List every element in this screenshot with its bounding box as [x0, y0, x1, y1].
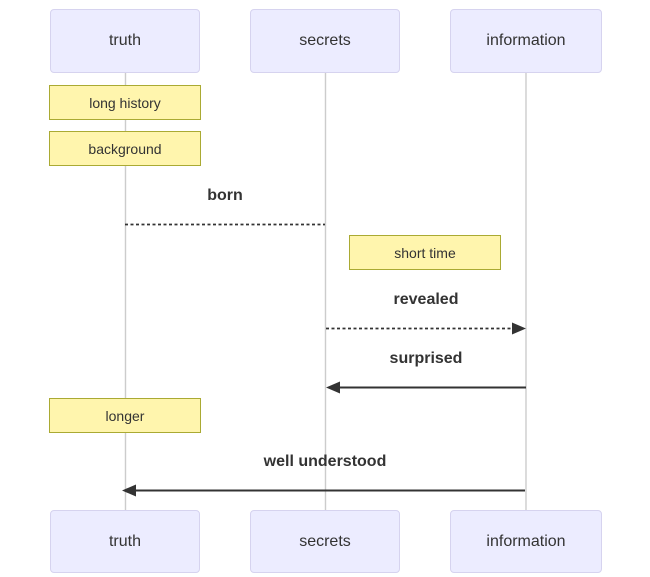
actor-top-information-label: information — [486, 32, 566, 49]
actor-top-truth: truth — [50, 9, 200, 73]
actor-bottom-information: information — [450, 510, 602, 573]
note-long-history-label: long history — [89, 94, 161, 111]
actor-bottom-information-label: information — [486, 532, 566, 550]
message-label-born: born — [207, 187, 243, 204]
actor-top-truth-label: truth — [108, 32, 141, 49]
actor-top-secrets: secrets — [250, 9, 400, 73]
actor-top-information: information — [450, 9, 602, 73]
actor-bottom-truth-label: truth — [108, 532, 141, 550]
note-short-time: short time — [349, 235, 501, 270]
actor-bottom-truth: truth — [50, 510, 200, 573]
note-short-time-label: short time — [394, 244, 456, 261]
arrowhead-revealed — [512, 322, 526, 335]
arrowhead-surprised — [326, 381, 340, 394]
actor-bottom-secrets-label: secrets — [299, 532, 351, 550]
message-label-revealed: revealed — [393, 291, 459, 308]
arrowhead-well-understood — [122, 484, 136, 497]
note-long-history: long history — [49, 85, 201, 120]
message-label-surprised: surprised — [389, 350, 463, 367]
actor-bottom-secrets: secrets — [250, 510, 400, 573]
message-label-well-understood: well understood — [263, 453, 387, 470]
actor-top-secrets-label: secrets — [299, 32, 351, 49]
note-longer: longer — [49, 398, 201, 433]
note-background-label: background — [88, 140, 162, 157]
note-longer-label: longer — [105, 407, 145, 424]
note-background: background — [49, 131, 201, 166]
